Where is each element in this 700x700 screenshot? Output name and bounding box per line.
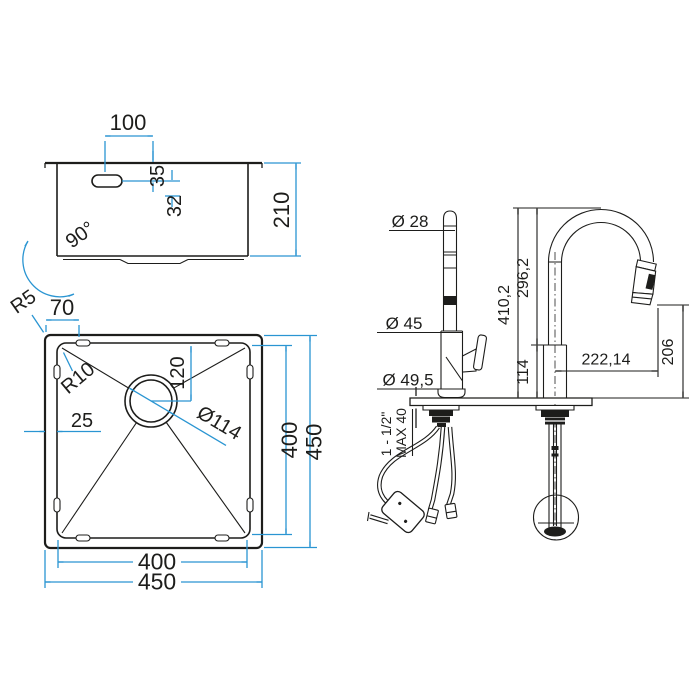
dim-slot-to-ref: 32 <box>164 195 186 217</box>
clip <box>54 498 60 512</box>
hose-fitting <box>445 503 457 518</box>
faucet-base <box>438 389 465 398</box>
clip <box>76 340 90 346</box>
faucet-underside-left: 1 - 1/2" MAX 40 <box>368 387 460 535</box>
dim-bowl-width: 400 <box>138 549 176 575</box>
dim-base-height: 114 <box>515 359 532 385</box>
dim-bowl-depth: 210 <box>269 192 294 229</box>
dim-bowl-length: 400 <box>277 422 302 459</box>
dim-outlet-height: 206 <box>660 339 677 366</box>
dim-drain-offset: 120 <box>167 356 189 389</box>
spray-head <box>628 260 660 307</box>
clip <box>54 365 60 379</box>
dim-rim-width: 25 <box>71 410 93 432</box>
dim-rim-to-slot: 35 <box>147 165 169 187</box>
dim-spout-height: 296,2 <box>515 258 532 298</box>
dim-overall-width: 450 <box>138 569 176 595</box>
clip <box>247 498 253 512</box>
countertop-section <box>410 398 689 406</box>
hose-weight <box>380 489 426 534</box>
dim-max-deck-thickness: MAX 40 <box>393 408 409 458</box>
dim-connection-thread: 1 - 1/2" <box>378 412 394 457</box>
countertop-slab <box>410 398 592 406</box>
dim-wall-angle: 90° <box>62 217 99 253</box>
dim-edge-offset: 70 <box>50 295 74 320</box>
hose-loop <box>534 495 579 540</box>
dim-corner-radius-outer: R5 <box>7 286 41 319</box>
clip <box>215 340 229 346</box>
dim-total-height: 410,2 <box>496 285 513 325</box>
faucet-front-view: Ø 28 Ø 45 Ø 49,5 <box>377 211 487 398</box>
clip <box>215 535 229 541</box>
dim-corner-radius-inner: R10 <box>57 358 99 398</box>
sink-side-dimensions: 100 35 32 210 90° <box>23 110 301 297</box>
dim-slot-spacing: 100 <box>110 110 147 135</box>
clip <box>76 535 90 541</box>
hose-fitting <box>425 508 438 524</box>
dim-spout-reach: 222,14 <box>582 352 631 369</box>
faucet-side-dimensions: 410,2 296,2 114 222,14 206 <box>496 208 689 398</box>
handle-lever <box>473 335 487 371</box>
dim-spout-diameter: Ø 28 <box>392 212 429 231</box>
spout-band <box>443 296 457 305</box>
clip <box>247 365 253 379</box>
faucet-underside-right <box>534 406 579 541</box>
dim-drain-diameter: Ø114 <box>193 402 245 445</box>
handle-hub <box>463 349 477 372</box>
dim-base-diameter: Ø 49,5 <box>382 371 433 390</box>
overflow-slot <box>92 175 122 187</box>
dim-body-diameter: Ø 45 <box>386 314 423 333</box>
dim-overall-length: 450 <box>302 424 327 461</box>
